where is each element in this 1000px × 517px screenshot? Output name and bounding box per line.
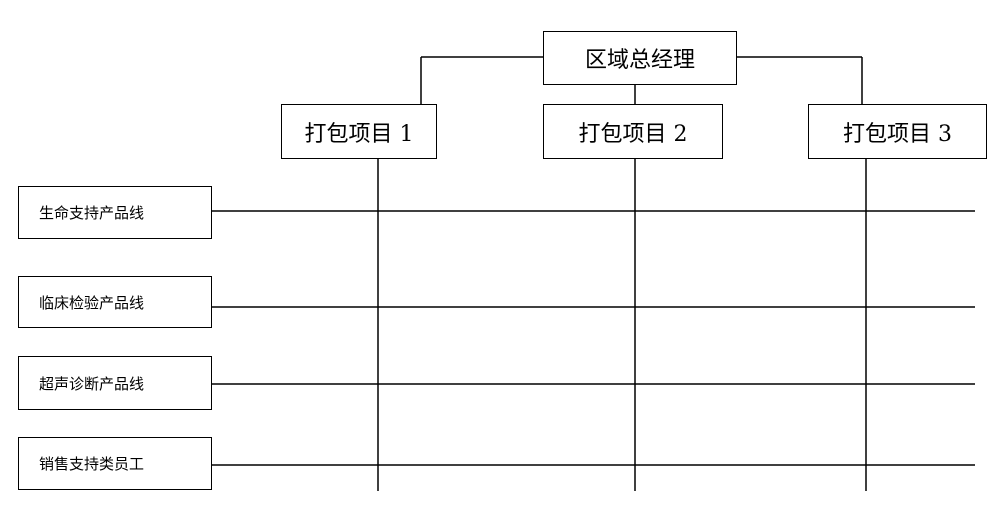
- sales-support-staff-box: 销售支持类员工: [18, 437, 212, 490]
- clinical-laboratory-product-line-box: 临床检验产品线: [18, 276, 212, 328]
- package-project-1-box: 打包项目 1: [281, 104, 437, 159]
- package-project-3-box: 打包项目 3: [808, 104, 987, 159]
- life-support-product-line-box: 生命支持产品线: [18, 186, 212, 239]
- regional-general-manager-box: 区域总经理: [543, 31, 737, 85]
- package-project-2-box: 打包项目 2: [543, 104, 723, 159]
- ultrasound-diagnosis-product-line-box: 超声诊断产品线: [18, 356, 212, 410]
